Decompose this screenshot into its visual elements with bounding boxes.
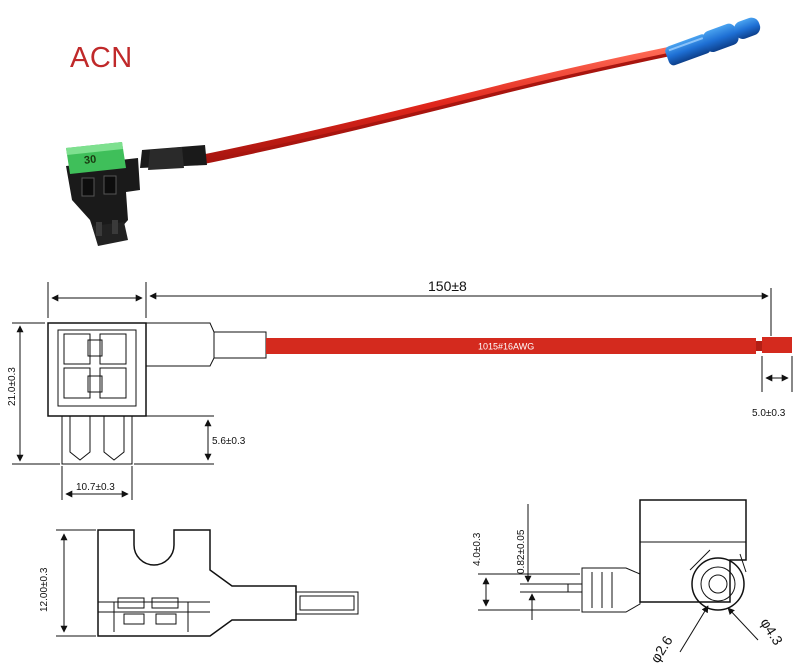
wire-label: 1015#16AWG [478, 342, 534, 352]
wire-drawing [266, 338, 756, 354]
fuse-photo: 30 [66, 142, 126, 174]
dim-total-length: 150±8 [428, 278, 467, 294]
dim-leg: 5.6±0.3 [212, 436, 246, 447]
dim-side-height: 12.00±0.3 [39, 567, 50, 612]
dim-width: 10.7±0.3 [76, 482, 115, 493]
dim-hole-outer: φ4.3 [757, 615, 786, 648]
brand-logo: ACN [70, 42, 133, 74]
fuse-rating-text: 30 [83, 154, 96, 167]
top-view-drawing: 1015#16AWG 150±8 21.0±0.3 5.6±0.3 10.7±0… [7, 278, 793, 500]
dim-terminal-thickness: 0.82±0.05 [516, 529, 527, 574]
terminal-detail-drawing: φ2.6 φ4.3 4.0±0.3 0.82±0.05 [472, 499, 786, 666]
dim-terminal-height: 4.0±0.3 [472, 532, 483, 566]
wire-photo [193, 47, 671, 162]
side-view-drawing: 12.00±0.3 [39, 529, 359, 637]
dim-height: 21.0±0.3 [7, 367, 18, 406]
dim-strip: 5.0±0.3 [752, 408, 786, 419]
blue-connector [665, 17, 761, 66]
dim-hole-inner: φ2.6 [647, 633, 676, 666]
product-photo: 30 [66, 17, 761, 246]
